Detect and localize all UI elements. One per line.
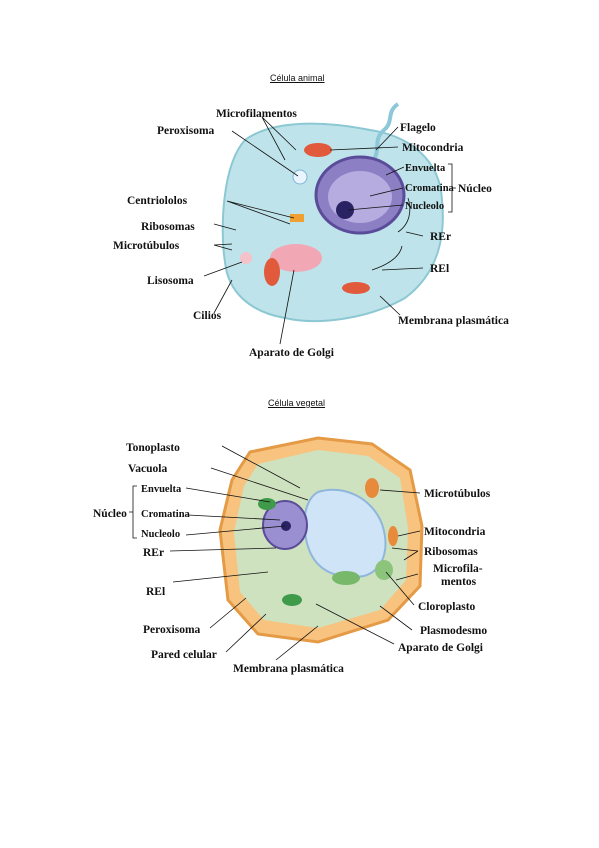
label-nucleolo: Nucleolo: [141, 529, 180, 540]
flagellum-shape: [370, 102, 400, 164]
label-pared: Pared celular: [151, 649, 217, 661]
label-nucleo: Núcleo: [458, 183, 492, 195]
label-microfila2: mentos: [441, 576, 477, 588]
vegetal-nucleolus-shape: [281, 521, 291, 531]
label-nucleolo: Nucleolo: [405, 201, 444, 212]
label-envuelta: Envuelta: [141, 484, 182, 495]
label-microtubulos: Microtúbulos: [113, 240, 180, 252]
label-membrana: Membrana plasmática: [398, 315, 509, 327]
label-rel: REl: [146, 586, 165, 598]
chloroplast-1: [258, 498, 276, 510]
vegetal-cell-diagram: Tonoplasto Vacuola Envuelta Cromatina Nu…: [93, 436, 491, 675]
label-microfilamentos: Microfilamentos: [216, 108, 297, 120]
vegetal-leader-lines: [169, 445, 421, 661]
label-cloroplasto: Cloroplasto: [418, 601, 476, 613]
label-nucleo: Núcleo: [93, 508, 127, 520]
animal-nucleo-brace: [448, 163, 456, 213]
animal-mitochondrion-2: [264, 258, 280, 286]
label-cromatina: Cromatina: [405, 183, 455, 194]
label-peroxisoma: Peroxisoma: [143, 624, 201, 636]
chloroplast-4: [282, 594, 302, 606]
label-cromatina: Cromatina: [141, 509, 191, 520]
vegetal-cell-title: Célula vegetal: [268, 398, 326, 408]
label-centriololos: Centriololos: [127, 195, 188, 207]
animal-lysosome-shape: [240, 252, 252, 264]
animal-rel-shape: [371, 245, 403, 271]
animal-nucleolus-shape: [336, 201, 354, 219]
label-rer: REr: [143, 547, 164, 559]
label-mitocondria: Mitocondria: [424, 526, 486, 538]
label-lisosoma: Lisosoma: [147, 275, 194, 287]
animal-cell-diagram: Microfilamentos Peroxisoma Flagelo Mitoc…: [113, 102, 509, 359]
animal-mitochondrion-1: [304, 143, 332, 157]
label-mitocondria: Mitocondria: [402, 142, 464, 154]
animal-rer-shape: [397, 197, 411, 233]
animal-peroxisome-shape: [292, 169, 308, 185]
label-membrana: Membrana plasmática: [233, 663, 344, 675]
vegetal-nucleo-brace: [129, 485, 137, 539]
label-microfila1: Microfila-: [433, 563, 483, 575]
label-peroxisoma: Peroxisoma: [157, 125, 215, 137]
vacuole-shape: [303, 488, 387, 579]
animal-cell-title: Célula animal: [270, 73, 325, 83]
label-tonoplasto: Tonoplasto: [126, 442, 180, 454]
label-vacuola: Vacuola: [128, 463, 167, 475]
label-cilios: Cilios: [193, 310, 222, 322]
label-ribosomas: Ribosomas: [141, 221, 195, 233]
label-plasmodesmo: Plasmodesmo: [420, 625, 487, 637]
label-rer: REr: [430, 231, 451, 243]
label-microtubulos: Microtúbulos: [424, 488, 491, 500]
animal-golgi-shape: [270, 244, 322, 272]
animal-mitochondrion-3: [342, 282, 370, 294]
label-flagelo: Flagelo: [400, 122, 436, 134]
label-envuelta: Envuelta: [405, 163, 446, 174]
chloroplast-2: [332, 571, 360, 585]
label-golgi: Aparato de Golgi: [249, 347, 335, 359]
vegetal-mitochondrion-1: [365, 478, 379, 498]
label-golgi: Aparato de Golgi: [398, 642, 484, 654]
animal-chromatin-shape: [328, 171, 392, 223]
label-ribosomas: Ribosomas: [424, 546, 478, 558]
vegetal-mitochondrion-2: [388, 526, 398, 546]
animal-centriole-shape: [290, 214, 304, 222]
animal-leader-lines: [203, 116, 424, 345]
label-rel: REl: [430, 263, 449, 275]
